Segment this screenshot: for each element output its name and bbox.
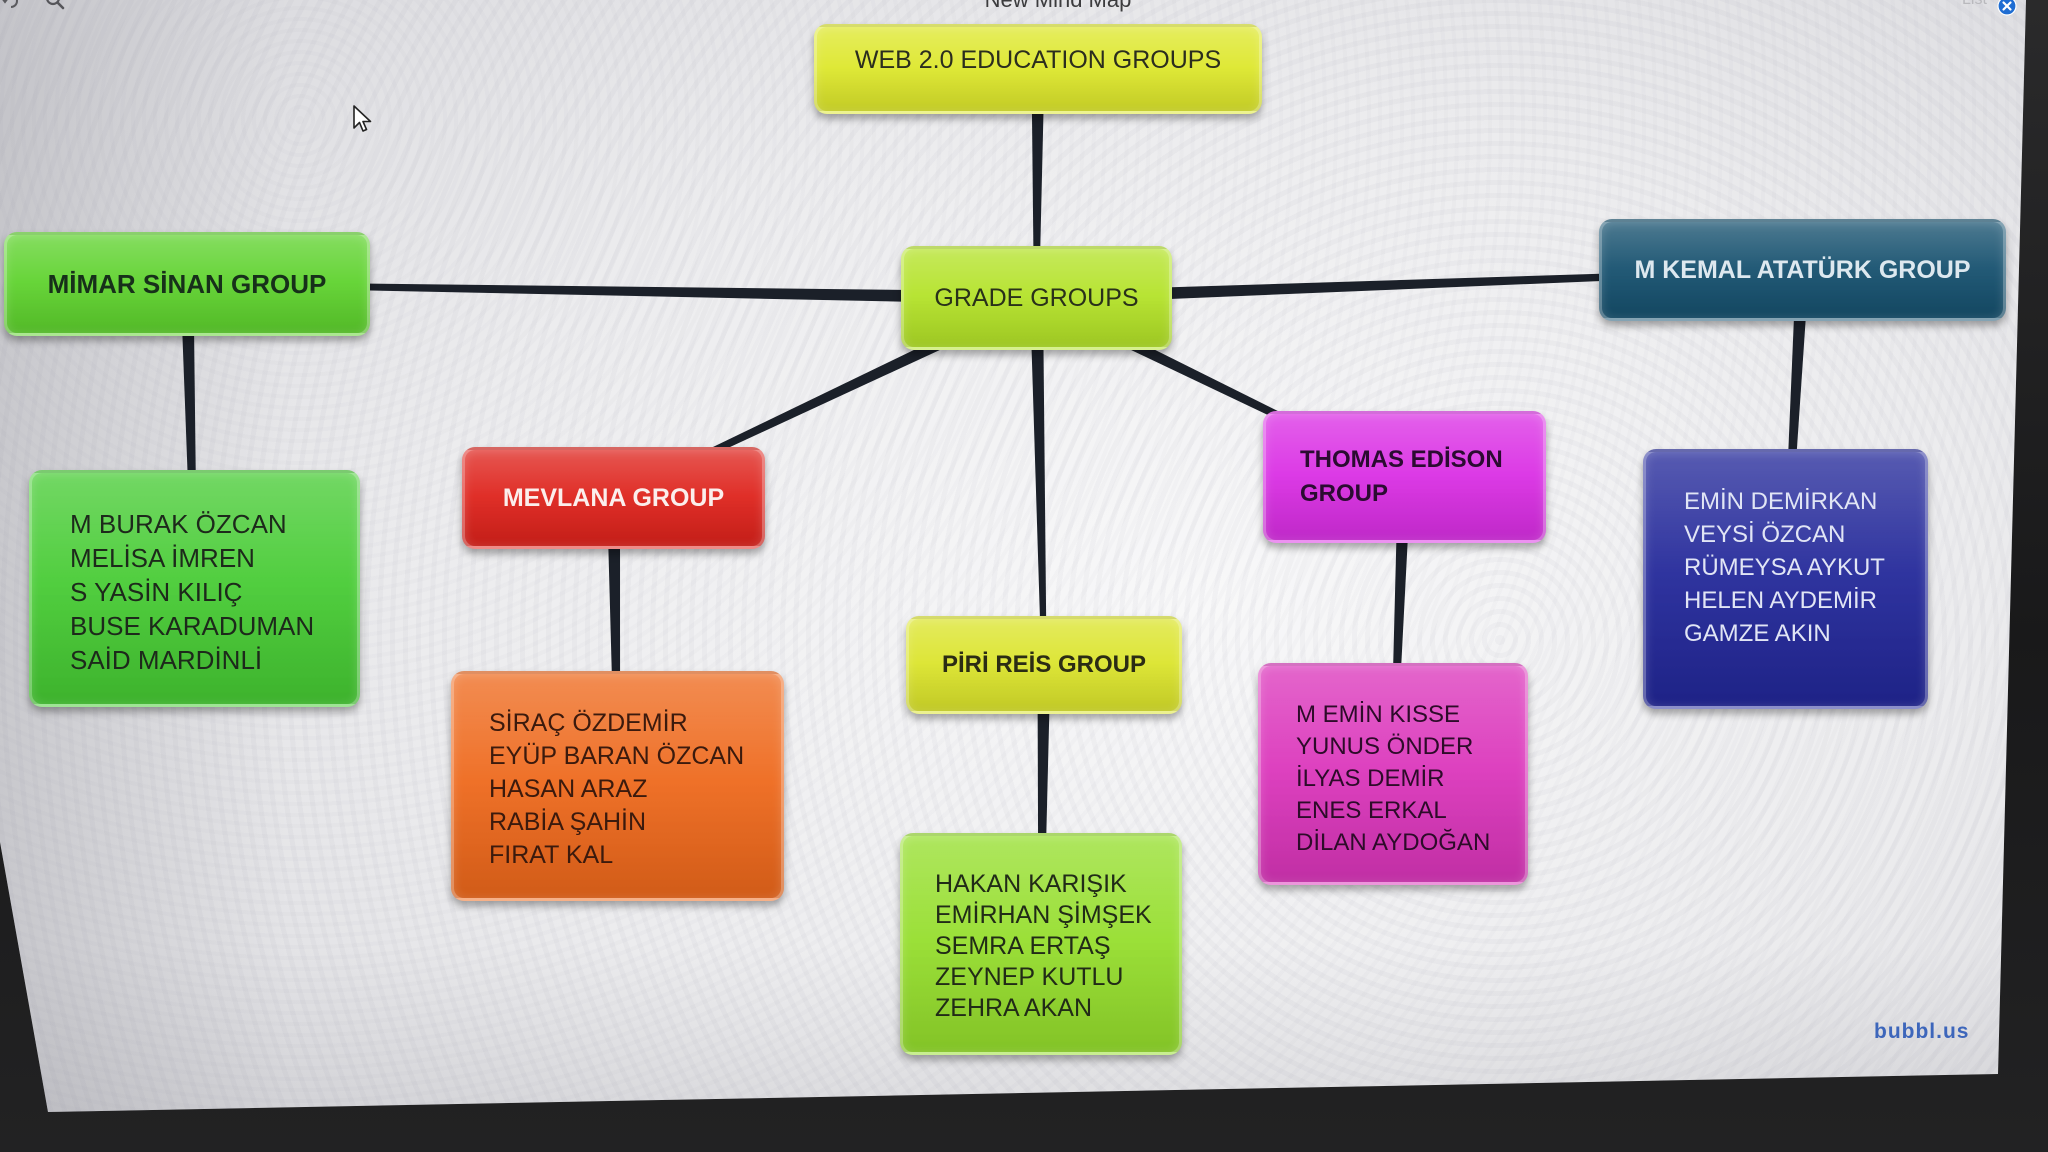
member-name: SAİD MARDİNLİ <box>70 645 263 675</box>
close-icon[interactable] <box>1997 0 2017 16</box>
member-name: BUSE KARADUMAN <box>70 611 315 641</box>
list-view-button[interactable]: List <box>1962 0 1987 8</box>
member-name: EMİRHAN ŞİMŞEK <box>935 901 1152 929</box>
node-label: WEB 2.0 EDUCATION GROUPS <box>854 46 1222 74</box>
member-name: EYÜP BARAN ÖZCAN <box>489 742 745 770</box>
member-name: ENES ERKAL <box>1296 797 1447 824</box>
piri-reis-members-node[interactable]: HAKAN KARIŞIK EMİRHAN ŞİMŞEK SEMRA ERTAŞ… <box>900 833 1182 1055</box>
member-name: FIRAT KAL <box>489 841 614 869</box>
member-name: MELİSA İMREN <box>70 543 255 573</box>
node-label: M KEMAL ATATÜRK GROUP <box>1634 256 1971 284</box>
member-name: RABİA ŞAHİN <box>489 808 646 836</box>
central-topic-node[interactable]: WEB 2.0 EDUCATION GROUPS <box>814 24 1262 114</box>
member-name: ZEHRA AKAN <box>935 994 1092 1022</box>
member-name: SİRAÇ ÖZDEMİR <box>489 709 688 737</box>
member-name: EMİN DEMİRKAN <box>1684 488 1878 515</box>
connector-to-grade-groups-node <box>1031 69 1045 298</box>
mimar-sinan-members-node[interactable]: M BURAK ÖZCAN MELİSA İMREN S YASİN KILIÇ… <box>29 470 360 707</box>
member-name: M EMİN KISSE <box>1296 701 1461 728</box>
member-name: RÜMEYSA AYKUT <box>1684 554 1885 581</box>
node-label: THOMAS EDİSON GROUP <box>1300 446 1503 507</box>
thomas-edison-group-node[interactable]: THOMAS EDİSON GROUP <box>1263 411 1546 543</box>
mevlana-group-node[interactable]: MEVLANA GROUP <box>462 447 765 549</box>
member-name: İLYAS DEMİR <box>1296 765 1445 792</box>
grade-groups-node[interactable]: GRADE GROUPS <box>901 246 1172 350</box>
m-kemal-ataturk-group-node[interactable]: M KEMAL ATATÜRK GROUP <box>1599 219 2006 321</box>
cursor-icon <box>353 105 372 132</box>
member-name: HASAN ARAZ <box>489 775 648 803</box>
member-name: SEMRA ERTAŞ <box>935 932 1111 960</box>
member-name: HAKAN KARIŞIK <box>935 870 1127 898</box>
thomas-edison-members-node[interactable]: M EMİN KISSE YUNUS ÖNDER İLYAS DEMİR ENE… <box>1258 663 1528 885</box>
node-label: GRADE GROUPS <box>934 284 1139 312</box>
member-name: ZEYNEP KUTLU <box>935 963 1124 991</box>
node-label: PİRİ REİS GROUP <box>941 651 1147 678</box>
member-name: GAMZE AKIN <box>1684 620 1831 647</box>
bubblus-logo[interactable]: bubbl.us <box>1874 1020 1970 1043</box>
node-label: MİMAR SİNAN GROUP <box>47 269 327 299</box>
connector-to-mimar-sinan-group-node <box>187 281 1037 305</box>
mimar-sinan-group-node[interactable]: MİMAR SİNAN GROUP <box>4 232 370 336</box>
member-name: HELEN AYDEMİR <box>1684 587 1877 614</box>
member-name: VEYSİ ÖZCAN <box>1684 521 1846 548</box>
connector-to-piri-reis-group-node <box>1030 297 1047 666</box>
document-title: New Mind Map <box>958 0 1158 11</box>
member-name: M BURAK ÖZCAN <box>70 509 287 539</box>
member-name: YUNUS ÖNDER <box>1296 733 1474 760</box>
member-name: S YASİN KILIÇ <box>70 577 243 607</box>
node-label: MEVLANA GROUP <box>502 484 725 512</box>
undo-icon[interactable] <box>0 0 20 9</box>
zoom-icon[interactable] <box>44 0 66 11</box>
mevlana-members-node[interactable]: SİRAÇ ÖZDEMİR EYÜP BARAN ÖZCAN HASAN ARA… <box>451 671 784 901</box>
piri-reis-group-node[interactable]: PİRİ REİS GROUP <box>906 616 1182 714</box>
member-name: DİLAN AYDOĞAN <box>1296 829 1491 856</box>
m-kemal-ataturk-members-node[interactable]: EMİN DEMİRKAN VEYSİ ÖZCAN RÜMEYSA AYKUT … <box>1643 449 1928 709</box>
